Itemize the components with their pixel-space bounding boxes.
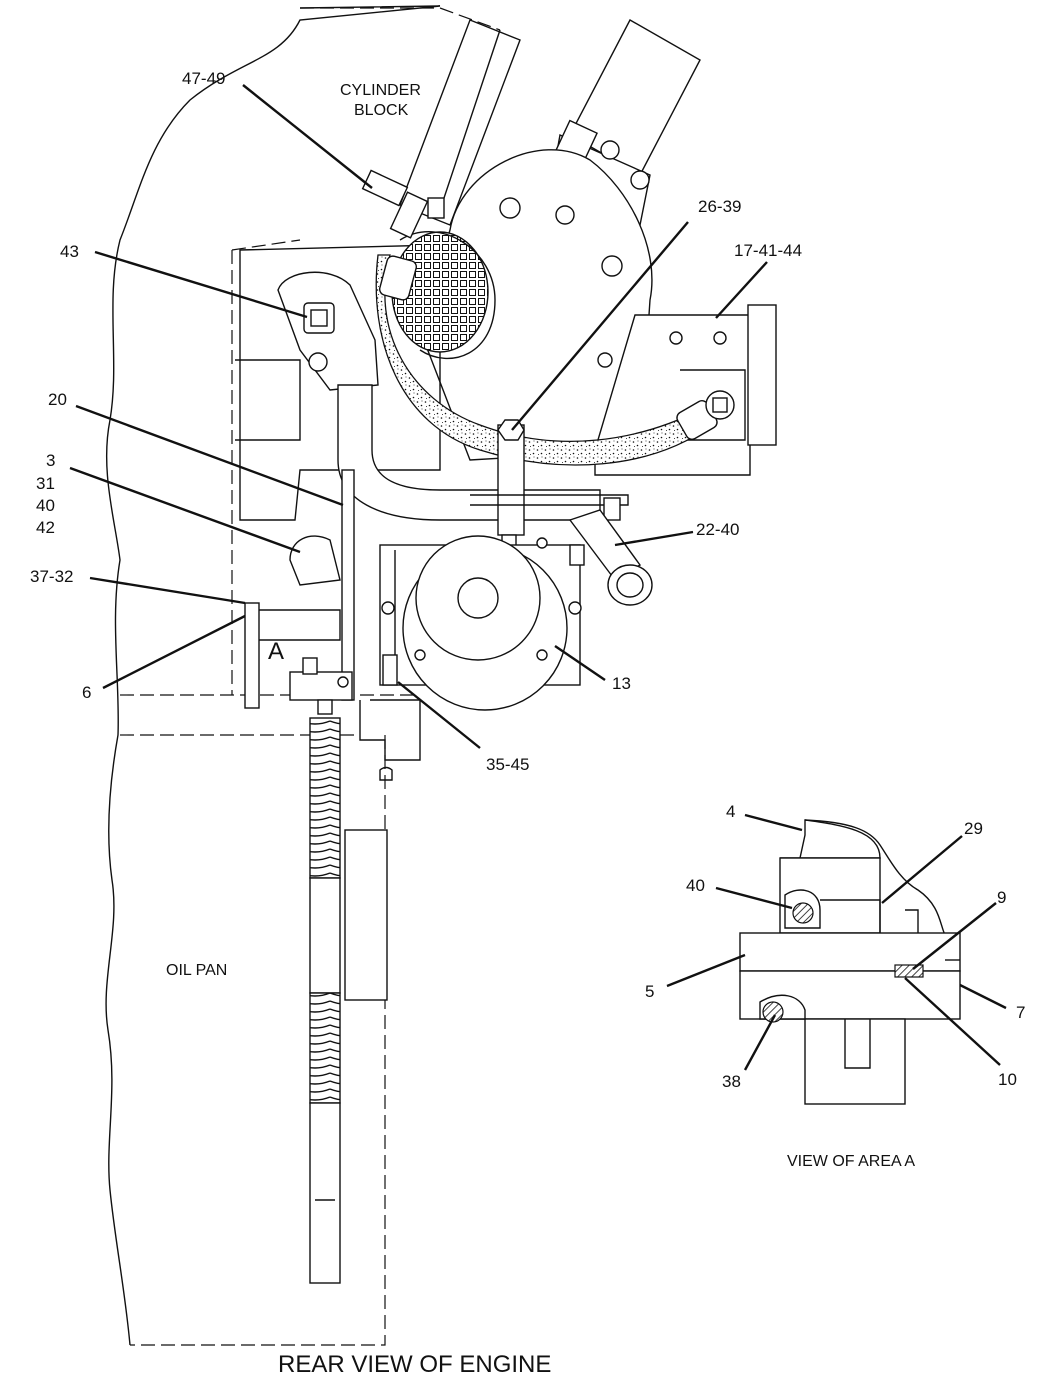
callout-43: 43 (60, 242, 79, 261)
area-a-marker: A (268, 638, 284, 665)
pipe-22-40 (568, 509, 653, 606)
detail-callout-7: 7 (1016, 1003, 1025, 1022)
detail-callout-5: 5 (645, 982, 654, 1001)
oil-pump (379, 535, 585, 711)
clamp (470, 419, 629, 551)
detail-callout-38: 38 (722, 1072, 741, 1091)
cylinder-block-label-line1: CYLINDER (340, 82, 421, 99)
callout-20: 20 (48, 390, 67, 409)
detail-callout-4: 4 (726, 802, 735, 821)
detail-callouts: 4 29 40 9 5 7 10 38 (645, 802, 1025, 1091)
callout-3: 3 (46, 451, 55, 470)
detail-callout-40: 40 (686, 876, 705, 895)
flywheel-housing (235, 149, 653, 521)
callout-35-45: 35-45 (486, 755, 529, 774)
callout-31: 31 (36, 474, 55, 493)
callout-37-32: 37-32 (30, 567, 73, 586)
main-callouts: 47-49 43 26-39 17-41-44 20 3 31 40 42 37… (30, 69, 802, 774)
engine-block-outline (105, 5, 501, 1346)
view-of-area-a-caption: VIEW OF AREA A (787, 1153, 915, 1170)
dipstick-bracket (244, 469, 355, 715)
callout-42: 42 (36, 518, 55, 537)
leader-lines (69, 84, 1007, 1071)
detail-callout-10: 10 (998, 1070, 1017, 1089)
fitting (361, 169, 445, 239)
callout-6: 6 (82, 683, 91, 702)
callout-22-40: 22-40 (696, 520, 739, 539)
callout-47-49: 47-49 (182, 69, 225, 88)
dipstick-tube (309, 717, 341, 1284)
detail-callout-9: 9 (997, 888, 1006, 907)
hose-fitting-right (676, 390, 735, 440)
rear-view-title: REAR VIEW OF ENGINE (278, 1351, 551, 1378)
callout-40: 40 (36, 496, 55, 515)
detail-view-a (739, 819, 961, 1105)
callout-26-39: 26-39 (698, 197, 741, 216)
callout-13: 13 (612, 674, 631, 693)
cylinder-block-label-line2: BLOCK (354, 102, 409, 119)
oil-pan-label: OIL PAN (166, 962, 227, 979)
region-labels: CYLINDER BLOCK OIL PAN A VIEW OF AREA A … (166, 82, 915, 1378)
callout-17-41-44: 17-41-44 (734, 241, 802, 260)
detail-callout-29: 29 (964, 819, 983, 838)
